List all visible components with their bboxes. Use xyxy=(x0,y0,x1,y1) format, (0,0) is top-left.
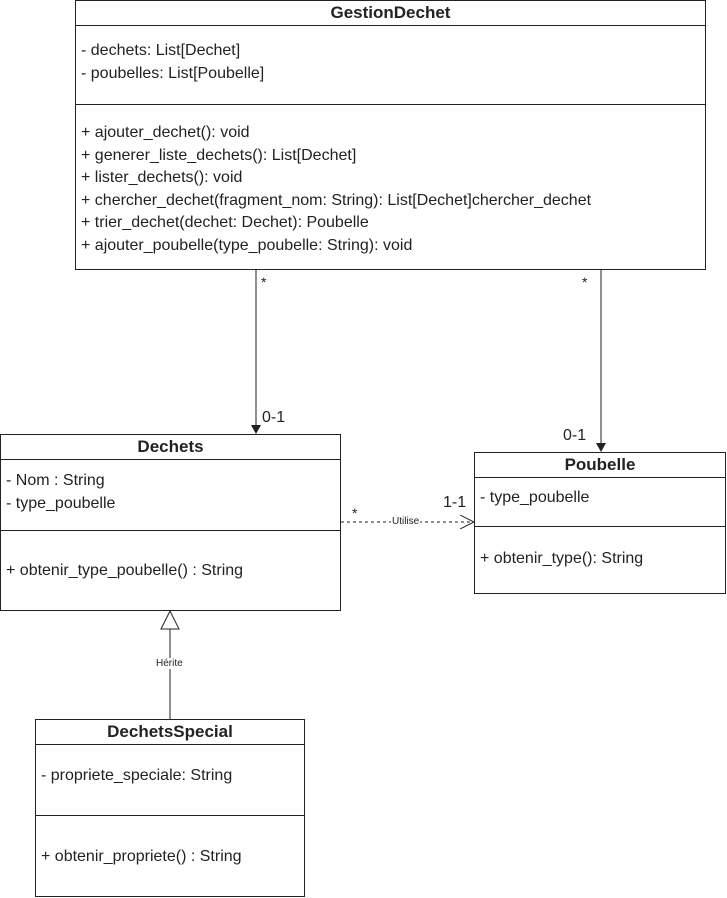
method: + generer_liste_dechets(): List[Dechet] xyxy=(81,146,357,164)
attributes-section: - dechets: List[Dechet] - poubelles: Lis… xyxy=(76,26,705,105)
method: + obtenir_type(): String xyxy=(480,550,644,567)
methods-section: + obtenir_propriete() : String xyxy=(36,816,304,869)
class-dechets-special[interactable]: DechetsSpecial - propriete_speciale: Str… xyxy=(35,719,305,897)
multiplicity-gestion-poubelle-target: 0-1 xyxy=(563,427,587,444)
method: + obtenir_propriete() : String xyxy=(41,848,242,865)
multiplicity-dechets-poubelle-source: * xyxy=(352,505,358,521)
dependency-label: Utilise xyxy=(391,516,421,527)
class-name: DechetsSpecial xyxy=(36,720,304,745)
attribute: - dechets: List[Dechet] xyxy=(81,42,241,59)
method: + lister_dechets(): void xyxy=(81,169,243,186)
attribute: - type_poubelle xyxy=(480,489,590,506)
inheritance-triangle xyxy=(160,609,180,630)
methods-section: + obtenir_type(): String xyxy=(475,527,725,571)
multiplicity-gestion-dechets-target: 0-1 xyxy=(262,409,286,426)
multiplicity-dechets-poubelle-target: 1-1 xyxy=(443,494,467,511)
multiplicity-gestion-poubelle-source: * xyxy=(582,274,588,290)
class-dechets[interactable]: Dechets - Nom : String - type_poubelle +… xyxy=(0,434,341,611)
method: + ajouter_dechet(): void xyxy=(81,124,250,141)
attributes-section: - Nom : String - type_poubelle xyxy=(1,460,340,531)
class-name: Poubelle xyxy=(475,453,725,478)
class-poubelle[interactable]: Poubelle - type_poubelle + obtenir_type(… xyxy=(474,452,726,594)
method: + obtenir_type_poubelle() : String xyxy=(6,562,244,579)
class-name: Dechets xyxy=(1,435,340,460)
attributes-section: - type_poubelle xyxy=(475,478,725,527)
attributes-section: - propriete_speciale: String xyxy=(36,745,304,816)
inheritance-label: Hérite xyxy=(155,658,184,669)
class-gestion-dechet[interactable]: GestionDechet - dechets: List[Dechet] - … xyxy=(75,0,706,270)
method: + ajouter_poubelle(type_poubelle: String… xyxy=(81,236,413,254)
attribute: - poubelles: List[Poubelle] xyxy=(81,64,265,82)
attribute: - Nom : String xyxy=(6,472,105,489)
attribute: - type_poubelle xyxy=(6,494,116,512)
methods-section: + ajouter_dechet(): void + generer_liste… xyxy=(76,105,705,257)
multiplicity-gestion-dechets-source: * xyxy=(261,274,267,290)
class-name: GestionDechet xyxy=(76,1,705,26)
method: + trier_dechet(dechet: Dechet): Poubelle xyxy=(81,214,369,231)
method: + chercher_dechet(fragment_nom: String):… xyxy=(81,191,592,209)
attribute: - propriete_speciale: String xyxy=(41,767,233,784)
methods-section: + obtenir_type_poubelle() : String xyxy=(1,531,340,583)
